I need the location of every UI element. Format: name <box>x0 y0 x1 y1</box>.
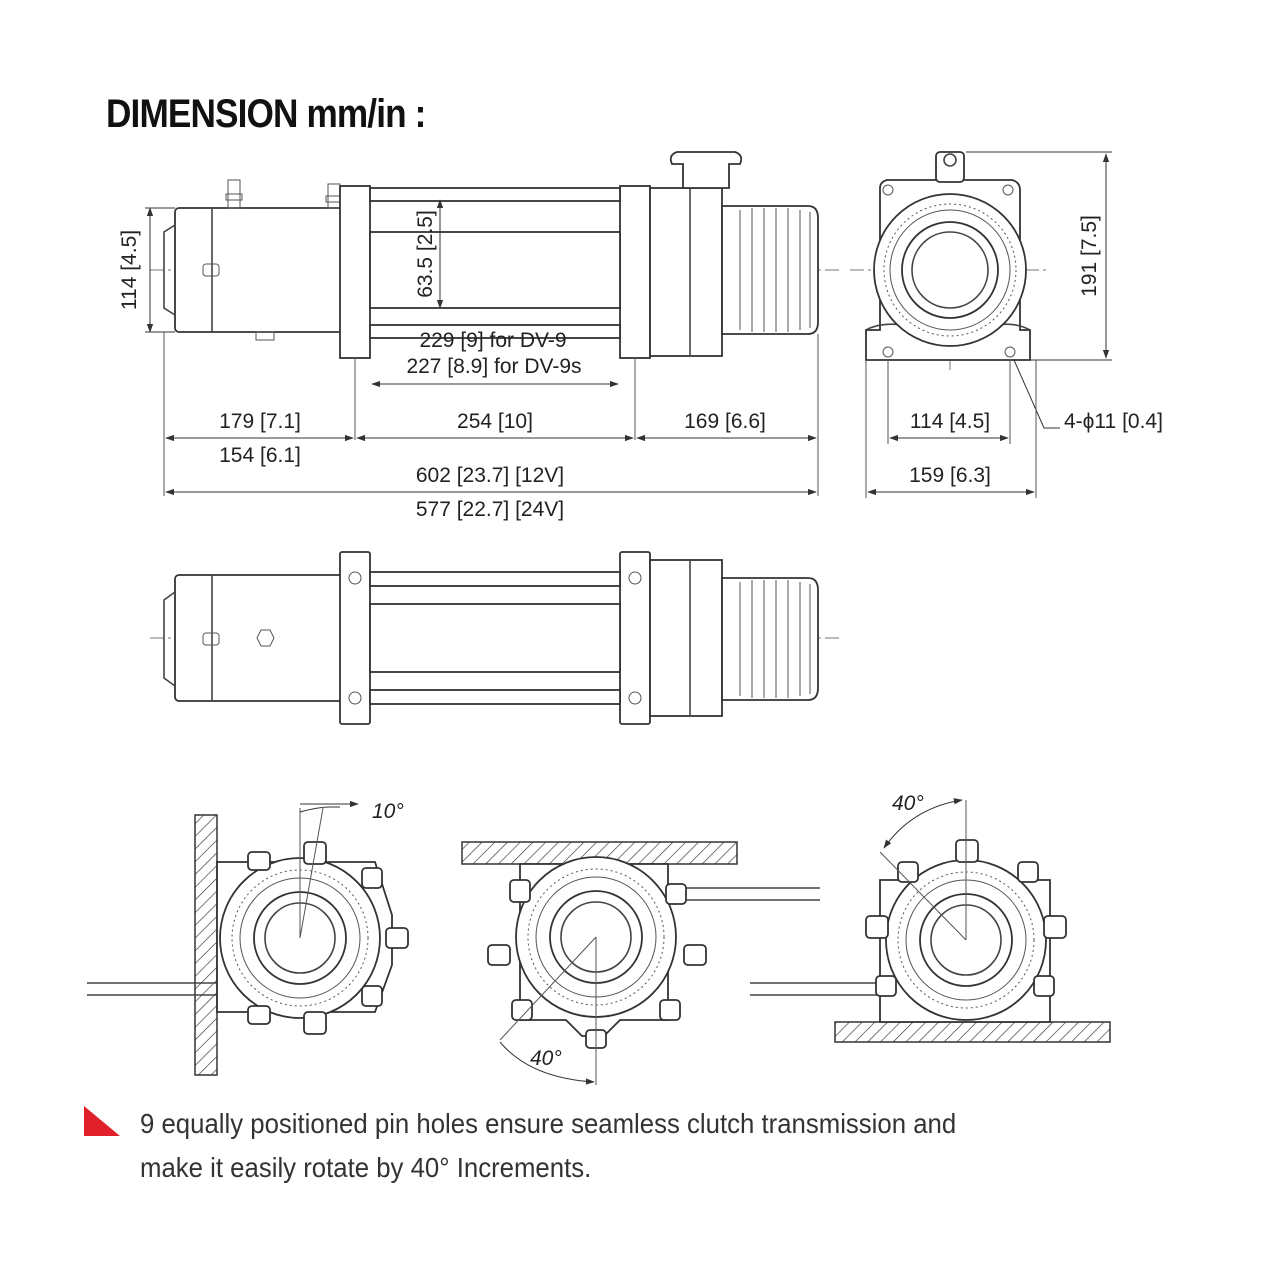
note-line-2: make it easily rotate by 40° Increments. <box>140 1152 592 1183</box>
gear-length-label: 169 [6.6] <box>684 410 766 433</box>
mounting-holes-label: 4-ϕ11 [0.4] <box>1064 410 1163 433</box>
pin-hole-note: 9 equally positioned pin holes ensure se… <box>140 1102 1060 1190</box>
total-length-12v-label: 602 [23.7] [12V] <box>416 464 564 487</box>
top-view <box>150 551 840 725</box>
angle-right-label: 40° <box>892 792 924 815</box>
rope-length-label-2: 227 [8.9] for DV-9s <box>406 355 581 378</box>
page-title: DIMENSION mm/in : <box>106 92 426 136</box>
end-view: 191 [7.5] 114 [4.5] 4-ϕ11 [0.4] 159 [6.3… <box>850 151 1163 498</box>
note-line-1: 9 equally positioned pin holes ensure se… <box>140 1108 957 1139</box>
rotation-view-middle: 40° <box>461 841 820 1085</box>
center-length-label: 254 [10] <box>457 410 533 433</box>
side-height-label: 114 [4.5] <box>118 230 141 310</box>
rope-length-label-1: 229 [9] for DV-9 <box>419 329 566 352</box>
drum-diameter-label: 63.5 [2.5] <box>414 210 437 298</box>
hole-spacing-label: 114 [4.5] <box>910 410 990 433</box>
angle-middle-label: 40° <box>530 1047 562 1070</box>
side-view: 114 [4.5] 63.5 [2.5] 229 [9] for DV-9 22… <box>118 151 840 521</box>
motor-length-label-b: 154 [6.1] <box>219 444 301 467</box>
motor-length-label-a: 179 [7.1] <box>219 410 301 433</box>
rotation-view-left: 10° <box>87 800 409 1076</box>
end-width-label: 159 [6.3] <box>909 464 991 487</box>
angle-left-label: 10° <box>372 800 404 823</box>
total-length-24v-label: 577 [22.7] [24V] <box>416 498 564 521</box>
end-height-label: 191 [7.5] <box>1078 215 1101 297</box>
red-triangle-bullet-icon <box>84 1106 120 1136</box>
rotation-view-right: 40° <box>750 792 1111 1043</box>
